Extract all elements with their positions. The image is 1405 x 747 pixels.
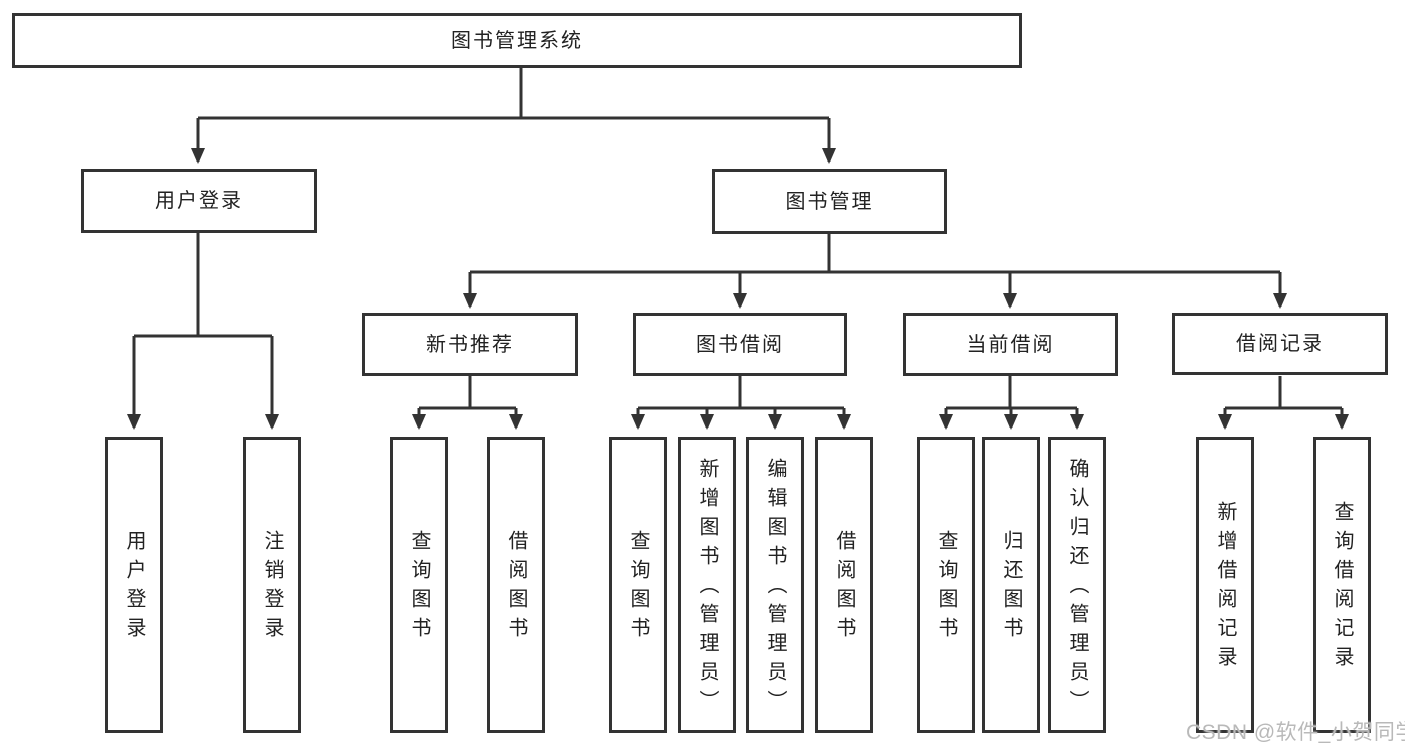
node-book-management: 图书管理 <box>712 169 947 234</box>
leaf-add-book-admin: 新增图书（管理员） <box>678 437 736 733</box>
watermark-text: CSDN @软件_小贺同学 <box>1186 721 1405 744</box>
leaf-user-login: 用户登录 <box>105 437 163 733</box>
node-borrowing-records: 借阅记录 <box>1172 313 1388 375</box>
node-user-login: 用户登录 <box>81 169 317 233</box>
leaf-return-books: 归还图书 <box>982 437 1040 733</box>
leaf-borrow-books-recommend: 借阅图书 <box>487 437 545 733</box>
leaf-query-borrow-record: 查询借阅记录 <box>1313 437 1371 733</box>
leaf-query-books-borrowing: 查询图书 <box>609 437 667 733</box>
leaf-borrow-books: 借阅图书 <box>815 437 873 733</box>
leaf-edit-book-admin: 编辑图书（管理员） <box>746 437 804 733</box>
leaf-logout: 注销登录 <box>243 437 301 733</box>
leaf-query-books-recommend: 查询图书 <box>390 437 448 733</box>
node-current-borrowing: 当前借阅 <box>903 313 1118 376</box>
leaf-add-borrow-record: 新增借阅记录 <box>1196 437 1254 733</box>
node-new-book-recommend: 新书推荐 <box>362 313 578 376</box>
node-book-borrowing: 图书借阅 <box>633 313 847 376</box>
node-root-library-system: 图书管理系统 <box>12 13 1022 68</box>
leaf-confirm-return-admin: 确认归还（管理员） <box>1048 437 1106 733</box>
leaf-query-books-current: 查询图书 <box>917 437 975 733</box>
